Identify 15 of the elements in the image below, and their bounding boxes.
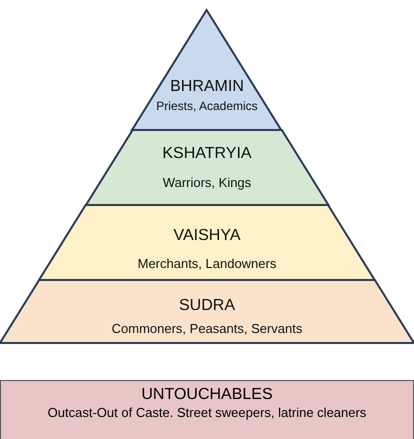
tier-title: KSHATRYIA: [162, 145, 252, 164]
tier-description: Warriors, Kings: [162, 176, 252, 191]
pyramid-tier: [0, 280, 414, 343]
pyramid-tier: [86, 130, 328, 205]
base-band: [0, 380, 414, 439]
pyramid-tier: [39, 205, 375, 280]
tier-title: UNTOUCHABLES: [141, 386, 273, 404]
tier-description: Priests, Academics: [156, 100, 258, 114]
tier-description: Outcast-Out of Caste. Street sweepers, latrine cleaners: [48, 406, 366, 421]
tier-title: BHRAMIN: [170, 78, 244, 96]
tier-description: Commoners, Peasants, Servants: [112, 322, 302, 337]
pyramid-tier: [132, 10, 282, 130]
tier-title: SUDRA: [178, 297, 235, 316]
tier-description: Merchants, Landowners: [138, 257, 276, 272]
tier-title: VAISHYA: [174, 227, 240, 246]
